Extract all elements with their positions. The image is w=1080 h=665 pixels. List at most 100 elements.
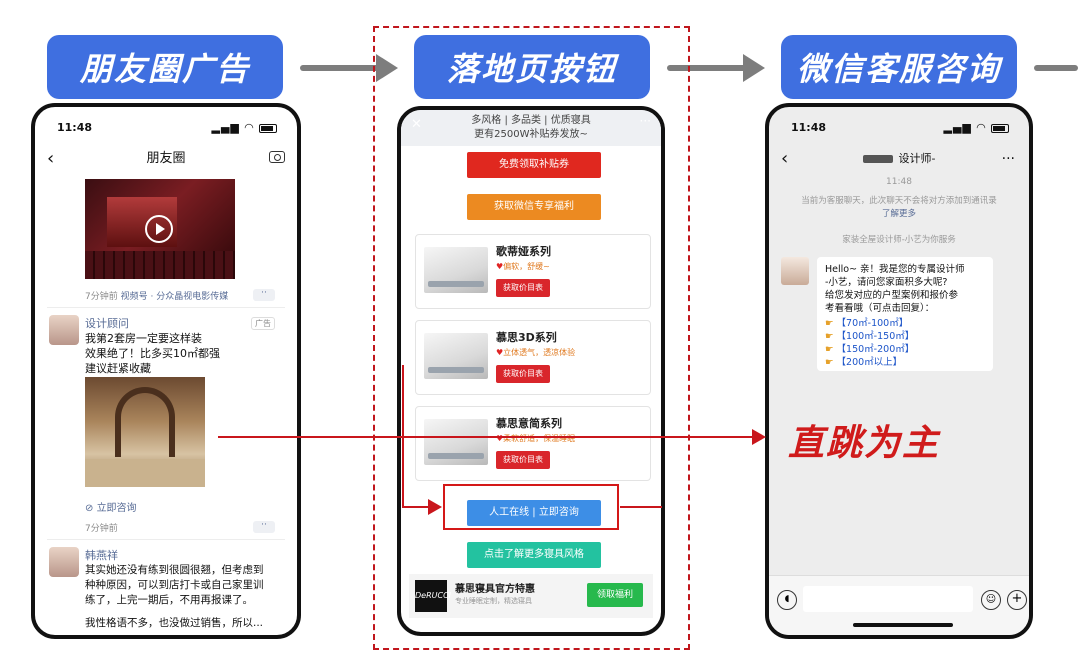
signal-wifi-battery-icon: ▂▄▆ ◠ — [212, 121, 277, 134]
pointing-hand-icon: ☛ — [825, 331, 837, 342]
nav-title: 朋友圈 — [146, 151, 186, 166]
heart-icon: ♥ — [496, 262, 504, 271]
ad-copy-line: 效果绝了！比多买10㎡都强 — [85, 347, 220, 360]
phone-moments: 11:48 ▂▄▆ ◠ ‹ 朋友圈 7分钟前 视频号 · 分众晶视电影传媒 ··… — [31, 103, 301, 639]
bubble-line: 考看看哦（可点击回复）： — [825, 303, 935, 314]
interior-design-image[interactable] — [85, 377, 205, 487]
voice-icon[interactable]: ◖ — [777, 590, 797, 610]
link-icon: ⊘ — [85, 503, 97, 514]
consult-now-link[interactable]: ⊘ 立即咨询 — [85, 499, 137, 514]
post-divider — [47, 307, 285, 308]
online-consult-button[interactable]: 人工在线 | 立即咨询 — [467, 500, 601, 526]
flow-arrow-1-shaft — [300, 65, 380, 71]
direct-jump-arrow-head-icon — [752, 429, 766, 445]
friend-name[interactable]: 韩燕祥 — [85, 549, 118, 562]
home-indicator — [853, 623, 953, 627]
back-icon[interactable]: ‹ — [47, 148, 55, 169]
product-card[interactable]: 慕思3D系列 ♥立体透气，透凉体验 获取价目表 — [415, 320, 651, 395]
price-list-button[interactable]: 获取价目表 — [496, 365, 550, 383]
post-meta: 7分钟前 视频号 · 分众晶视电影传媒 — [85, 289, 228, 302]
back-icon[interactable]: ‹ — [781, 148, 789, 169]
learn-more-link[interactable]: 了解更多 — [881, 209, 916, 219]
step-label-landing-button: 落地页按钮 — [414, 35, 650, 99]
free-coupon-button[interactable]: 免费领取补贴券 — [467, 152, 601, 178]
bubble-line: 给您发对应的户型案例和报价参 — [825, 290, 959, 301]
more-dots-button[interactable]: ·· — [253, 521, 275, 533]
channel-link[interactable]: 视频号 · 分众晶视电影传媒 — [120, 292, 229, 302]
more-dots-button[interactable]: ·· — [253, 289, 275, 301]
mattress-image — [424, 419, 488, 465]
friend-avatar[interactable] — [49, 547, 79, 577]
phone-landing-page: ✕ 多风格 | 多品类 | 优质寝具 更有2500W补贴券发放~ ··· 免费领… — [397, 106, 665, 636]
ad-tag[interactable]: 广告 — [251, 317, 275, 330]
moments-nav-bar: ‹ 朋友圈 — [35, 143, 297, 175]
camera-icon[interactable] — [269, 151, 285, 163]
friend-post-line: 练了，上完一期后，不用再报课了。 — [85, 594, 253, 606]
chat-title: 设计师- — [898, 152, 936, 165]
cinema-video-thumbnail[interactable] — [85, 179, 235, 279]
quick-reply-option[interactable]: ☛ 【200㎡以上】 — [825, 357, 903, 368]
flow-arrow-2-shaft — [667, 65, 747, 71]
ad-copy-line: 建议赶紧收藏 — [85, 362, 151, 375]
phone-wechat-service: 11:48 ▂▄▆ ◠ ‹ 设计师- ··· 11:48 当前为客服聊天，此次聊… — [765, 103, 1033, 639]
designer-avatar[interactable] — [781, 257, 809, 285]
consult-now-label: 立即咨询 — [96, 503, 137, 514]
product-card[interactable]: 歌蒂娅系列 ♥偏软，舒缓~ 获取价目表 — [415, 234, 651, 309]
mattress-image — [424, 247, 488, 293]
landing-header: ✕ 多风格 | 多品类 | 优质寝具 更有2500W补贴券发放~ ··· — [401, 110, 661, 146]
post-meta: 7分钟前 — [85, 521, 118, 534]
price-list-button[interactable]: 获取价目表 — [496, 279, 550, 297]
more-icon[interactable]: ··· — [639, 114, 651, 128]
status-bar: 11:48 ▂▄▆ ◠ — [35, 107, 297, 143]
friend-post-line: 其实她还没有练到很圆很翘，但考虑到 — [85, 564, 264, 576]
product-card[interactable]: 慕思意简系列 ♥柔软舒适，保温睡眠 获取价目表 — [415, 406, 651, 481]
emoji-icon[interactable]: ☺ — [981, 590, 1001, 610]
heart-icon: ♥ — [496, 348, 504, 357]
header-tagline: 多风格 | 多品类 | 优质寝具 — [471, 115, 591, 126]
online-consult-highlight — [443, 484, 619, 530]
blurred-name — [862, 155, 893, 163]
product-feature: ♥立体透气，透凉体验 — [496, 348, 576, 357]
play-icon[interactable] — [145, 215, 173, 243]
more-styles-button[interactable]: 点击了解更多寝具风格 — [467, 542, 601, 568]
signal-wifi-battery-icon: ▂▄▆ ◠ — [944, 121, 1009, 134]
friend-post-line: 我性格语不多，也没做过销售，所以... — [85, 617, 264, 629]
price-list-button[interactable]: 获取价目表 — [496, 451, 550, 469]
claim-benefit-button[interactable]: 领取福利 — [587, 583, 643, 607]
ad-copy-line: 我第2套房一定要这样装 — [85, 332, 202, 345]
friend-post-text: 其实她还没有练到很圆很翘，但考虑到 种种原因，可以到店打卡或自己家里训 练了，上… — [85, 563, 295, 631]
advertiser-name[interactable]: 设计顾问 — [85, 317, 129, 330]
mattress-image — [424, 333, 488, 379]
advertiser-avatar[interactable] — [49, 315, 79, 345]
quick-reply-option[interactable]: ☛ 【100㎡-150㎡】 — [825, 331, 915, 342]
brand-logo: DeRUCCI — [415, 580, 451, 612]
landing-page-dashed-frame — [373, 26, 690, 650]
brand-footer: DeRUCCI 慕思寝具官方特惠 专业睡眠定制，精选寝具 领取福利 — [409, 574, 653, 618]
close-icon[interactable]: ✕ — [411, 117, 422, 132]
status-time: 11:48 — [57, 121, 93, 134]
button-connector-right — [620, 506, 662, 508]
quick-reply-option[interactable]: ☛ 【70㎡-100㎡】 — [825, 318, 909, 329]
more-icon[interactable]: ··· — [1001, 151, 1015, 167]
system-message: 家装全屋设计师-小艺为你服务 — [842, 235, 956, 245]
post-time: 7分钟前 — [85, 524, 118, 534]
product-feature: ♥柔软舒适，保温睡眠 — [496, 434, 576, 443]
quick-reply-option[interactable]: ☛ 【150㎡-200㎡】 — [825, 344, 915, 355]
header-subsidy: 更有2500W补贴券发放~ — [474, 129, 588, 140]
status-time: 11:48 — [791, 121, 827, 134]
service-notice: 当前为客服聊天，此次聊天不会将对方添加到通讯录 了解更多 — [783, 195, 1015, 221]
service-notice-text: 当前为客服聊天，此次聊天不会将对方添加到通讯录 — [801, 196, 997, 206]
friend-post-line: 种种原因，可以到店打卡或自己家里训 — [85, 579, 264, 591]
plus-icon[interactable]: + — [1007, 590, 1027, 610]
button-connector-vertical — [402, 365, 404, 507]
post-divider — [47, 539, 285, 540]
pointing-hand-icon: ☛ — [825, 344, 837, 355]
flow-arrow-2-head-icon — [743, 54, 765, 82]
message-input[interactable] — [803, 586, 973, 612]
button-connector-horizontal — [402, 506, 430, 508]
brand-name: 慕思寝具官方特惠 — [455, 584, 535, 595]
wechat-benefit-button[interactable]: 获取微信专享福利 — [467, 194, 601, 220]
step-label-moments-ad: 朋友圈广告 — [47, 35, 283, 99]
chat-input-bar: ◖ ☺ + — [769, 575, 1029, 635]
